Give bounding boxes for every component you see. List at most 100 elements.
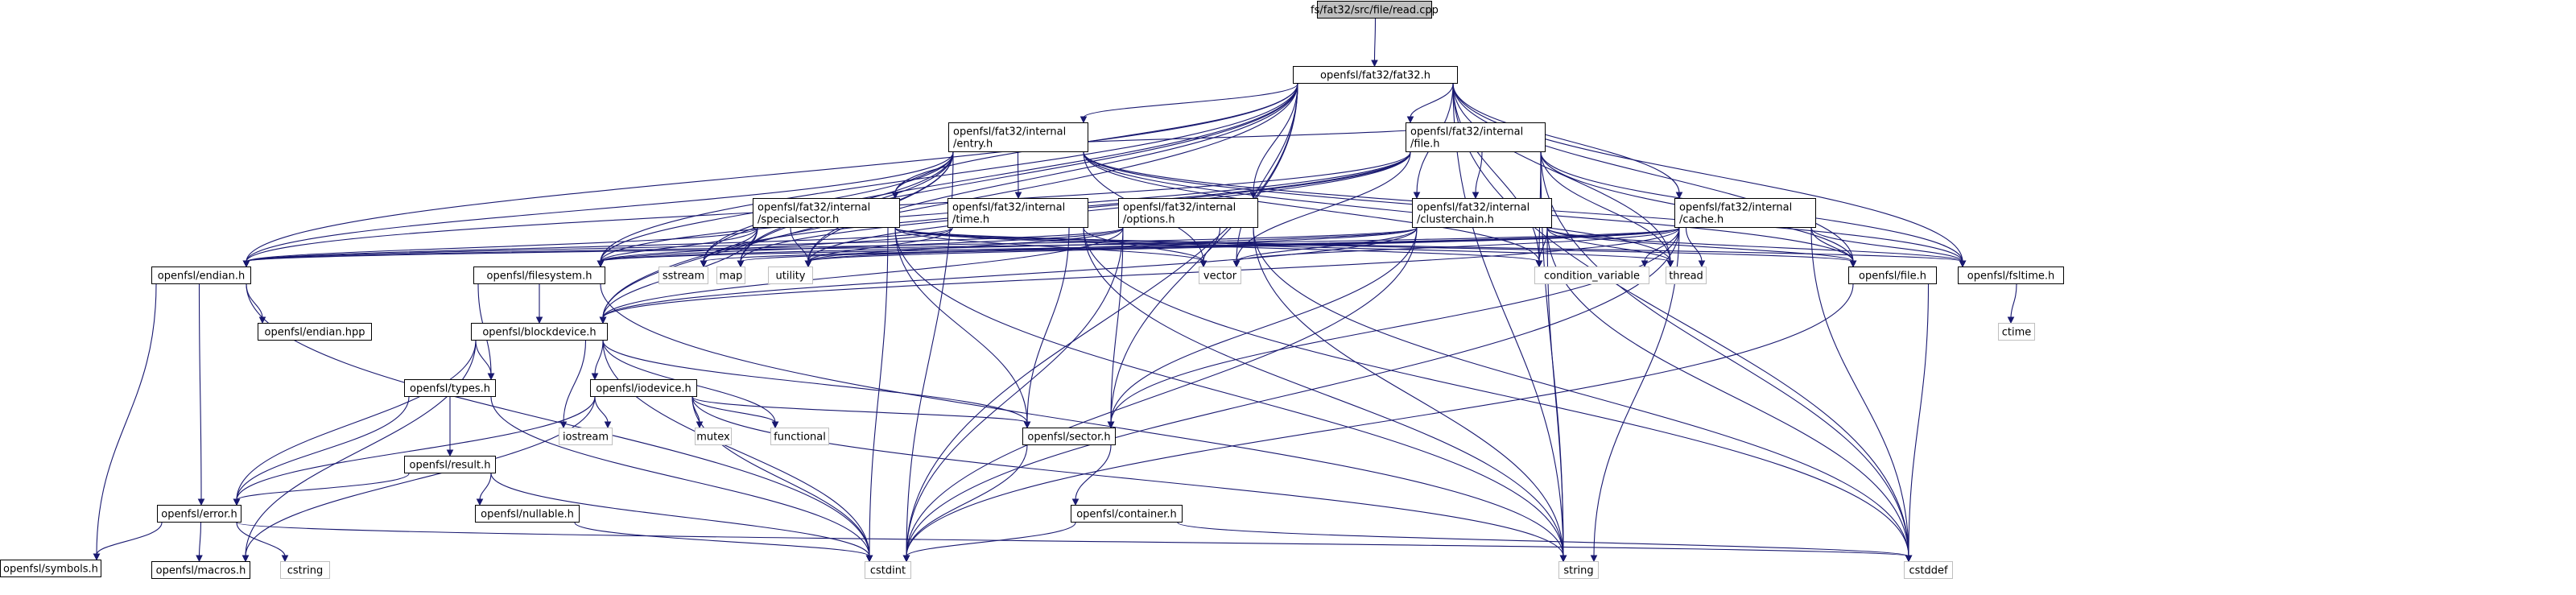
node-cstring-box — [280, 561, 330, 579]
node-cstring: cstring — [280, 561, 330, 579]
edge-fat32-to-utility — [807, 83, 1298, 262]
node-options[interactable]: openfsl/fat32/internal/options.h — [1118, 198, 1258, 228]
edge-cache-to-thread — [1685, 227, 1703, 262]
arrowhead-cache-to-map — [737, 260, 745, 268]
node-itime-box — [947, 198, 1088, 228]
edge-fat32-to-filesystem — [600, 83, 1298, 262]
node-itime-label-0: openfsl/fat32/internal — [952, 202, 1065, 214]
node-sector-box — [1022, 428, 1116, 445]
node-blockdevice[interactable]: openfsl/blockdevice.h — [471, 323, 608, 341]
arrowhead-blockdevice-to-iodevice — [591, 373, 599, 381]
node-symbols-label-0: openfsl/symbols.h — [3, 564, 98, 576]
node-iodevice-box — [590, 379, 697, 397]
node-itime[interactable]: openfsl/fat32/internal/time.h — [947, 198, 1088, 228]
node-iodevice[interactable]: openfsl/iodevice.h — [590, 379, 697, 397]
node-container-box — [1071, 505, 1183, 523]
node-container[interactable]: openfsl/container.h — [1071, 505, 1183, 523]
edge-special-to-sector — [894, 227, 1028, 424]
node-thread-label-0: thread — [1669, 271, 1703, 283]
node-symbols-box — [0, 560, 101, 577]
arrowhead-iodevice-to-sector — [1023, 421, 1031, 429]
node-endianhpp[interactable]: openfsl/endian.hpp — [258, 323, 372, 341]
node-iodevice-label-0: openfsl/iodevice.h — [596, 383, 691, 395]
node-symbols[interactable]: openfsl/symbols.h — [0, 560, 101, 577]
node-string-label-0: string — [1563, 565, 1593, 577]
edge-cache-to-cstddef — [1810, 227, 1909, 557]
edge-special-to-string — [894, 227, 1564, 557]
edge-fsltime-to-ctime — [2010, 283, 2017, 319]
node-types[interactable]: openfsl/types.h — [404, 379, 496, 397]
node-root-box — [1317, 1, 1432, 19]
arrowhead-iodevice-to-functional — [771, 421, 779, 429]
node-root[interactable]: fs/fat32/src/file/read.cpp — [1311, 1, 1439, 19]
node-iostream-box — [559, 428, 613, 445]
node-special[interactable]: openfsl/fat32/internal/specialsector.h — [753, 198, 900, 228]
node-vector-label-0: vector — [1203, 271, 1237, 283]
node-file[interactable]: openfsl/file.h — [1848, 267, 1937, 284]
edge-cache-to-vector — [1236, 227, 1680, 262]
node-filesystem[interactable]: openfsl/filesystem.h — [473, 267, 605, 284]
edge-special-to-utility — [790, 227, 809, 262]
arrowhead-cache-to-blockdevice — [599, 316, 607, 324]
node-result[interactable]: openfsl/result.h — [404, 456, 496, 473]
arrowhead-error-to-symbols — [93, 553, 101, 561]
node-sector[interactable]: openfsl/sector.h — [1022, 428, 1116, 445]
edge-options-to-cstdint — [906, 227, 1124, 557]
edge-iodevice-to-string — [691, 396, 1564, 557]
node-sector-label-0: openfsl/sector.h — [1027, 432, 1110, 444]
edge-cluster-to-blockdevice — [602, 227, 1418, 319]
node-cluster[interactable]: openfsl/fat32/internal/clusterchain.h — [1412, 198, 1552, 228]
node-special-label-0: openfsl/fat32/internal — [758, 202, 870, 214]
arrowhead-fsltime-to-ctime — [2007, 316, 2015, 324]
arrowhead-container-to-cstdint — [902, 555, 910, 563]
node-filesystem-label-0: openfsl/filesystem.h — [487, 271, 592, 283]
node-cache-label-0: openfsl/fat32/internal — [1679, 202, 1792, 214]
node-mutex-label-0: mutex — [696, 432, 730, 444]
node-options-box — [1118, 198, 1258, 228]
node-entry-box — [948, 122, 1088, 152]
node-ifile[interactable]: openfsl/fat32/internal/file.h — [1406, 122, 1546, 152]
node-ctime-label-0: ctime — [2002, 327, 2032, 339]
node-result-box — [404, 456, 496, 473]
node-macros[interactable]: openfsl/macros.h — [151, 561, 250, 579]
node-cluster-label-1: /clusterchain.h — [1417, 214, 1494, 226]
node-result-label-0: openfsl/result.h — [410, 460, 491, 472]
node-utility-label-0: utility — [776, 271, 806, 283]
arrowhead-endian-to-error — [197, 498, 205, 506]
edge-iodevice-to-error — [236, 396, 596, 501]
node-entry[interactable]: openfsl/fat32/internal/entry.h — [948, 122, 1088, 152]
node-fat32[interactable]: openfsl/fat32/fat32.h — [1293, 66, 1458, 84]
node-endian[interactable]: openfsl/endian.h — [151, 267, 251, 284]
arrowhead-result-to-nullable — [476, 498, 484, 506]
edge-fat32-to-cache — [1452, 83, 1680, 194]
arrowhead-iodevice-to-string — [1559, 555, 1567, 563]
arrowhead-ifile-to-cluster — [1472, 192, 1480, 200]
arrowhead-blockdevice-to-types — [487, 373, 495, 381]
edge-itime-to-utility — [807, 227, 953, 262]
edge-cluster-to-cstdint — [906, 227, 1418, 557]
edge-cluster-to-cstddef — [1546, 227, 1909, 557]
node-functional: functional — [770, 428, 829, 445]
edge-special-to-vector — [894, 227, 1204, 262]
edge-blockdevice-to-cstdint — [602, 340, 870, 557]
node-sstream: sstream — [658, 267, 708, 284]
node-error-label-0: openfsl/error.h — [161, 509, 237, 521]
edge-cache-to-cstdint — [906, 227, 1680, 557]
node-blockdevice-box — [471, 323, 608, 341]
node-functional-label-0: functional — [774, 432, 826, 444]
arrowhead-cache-to-vector — [1232, 260, 1241, 268]
arrowhead-cache-to-thread — [1698, 260, 1706, 268]
edge-iodevice-to-functional — [691, 396, 776, 424]
node-nullable[interactable]: openfsl/nullable.h — [475, 505, 580, 523]
node-endianhpp-box — [258, 323, 372, 341]
node-fsltime[interactable]: openfsl/fsltime.h — [1958, 267, 2064, 284]
edge-special-to-thread — [894, 227, 1671, 262]
node-cstddef: cstddef — [1904, 561, 1953, 579]
node-error[interactable]: openfsl/error.h — [157, 505, 242, 523]
node-cache[interactable]: openfsl/fat32/internal/cache.h — [1674, 198, 1816, 228]
arrowhead-iodevice-to-iostream — [604, 421, 612, 429]
edge-options-to-string — [1253, 227, 1564, 557]
node-endian-label-0: openfsl/endian.h — [158, 271, 245, 283]
arrowhead-result-to-error — [233, 498, 241, 506]
